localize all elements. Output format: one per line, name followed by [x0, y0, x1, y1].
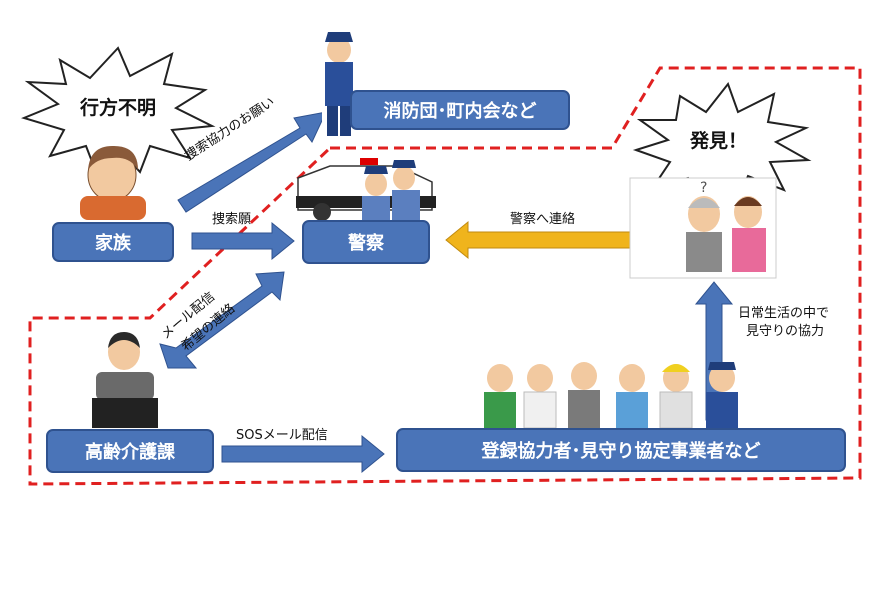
arrow-section-to-registered	[221, 434, 385, 474]
police-car-illustration	[296, 158, 436, 221]
cooperators-illustration	[484, 362, 738, 429]
registered-node: 登録協力者･見守り協定事業者など	[396, 428, 846, 472]
search-request-label: 捜索願	[212, 212, 252, 227]
registered-node-label: 登録協力者･見守り協定事業者など	[481, 441, 761, 462]
worried-family-illustration	[80, 145, 146, 220]
watch-label-line1: 日常生活の中で	[738, 306, 830, 321]
sos-mail-label: SOSメール配信	[236, 428, 328, 443]
office-worker-illustration	[92, 332, 158, 428]
found-burst	[632, 81, 812, 204]
missing-burst	[21, 46, 216, 174]
arrow-family-to-police	[191, 221, 295, 261]
watch-label-line2: 見守りの協力	[746, 324, 825, 339]
svg-text:?: ?	[700, 180, 707, 196]
arrow-family-to-fire	[177, 111, 327, 213]
family-node: 家族	[52, 222, 174, 262]
contact-police-label: 警察へ連絡	[510, 212, 576, 227]
dashed-boundary	[28, 66, 862, 486]
elderly-section-node: 高齢介護課	[46, 429, 214, 473]
police-node: 警察	[302, 220, 430, 264]
missing-burst-text: 行方不明	[80, 97, 157, 119]
fire-brigade-node-label: 消防団･町内会など	[383, 101, 537, 122]
arrow-double-police-section	[159, 271, 285, 369]
fire-brigade-node: 消防団･町内会など	[350, 90, 570, 130]
police-node-label: 警察	[348, 233, 384, 254]
fire-brigade-illustration	[322, 30, 356, 140]
found-elderly-illustration: ?	[629, 177, 777, 279]
found-burst-text: 発見！	[690, 130, 748, 152]
elderly-section-node-label: 高齢介護課	[85, 442, 175, 463]
family-node-label: 家族	[95, 233, 131, 254]
